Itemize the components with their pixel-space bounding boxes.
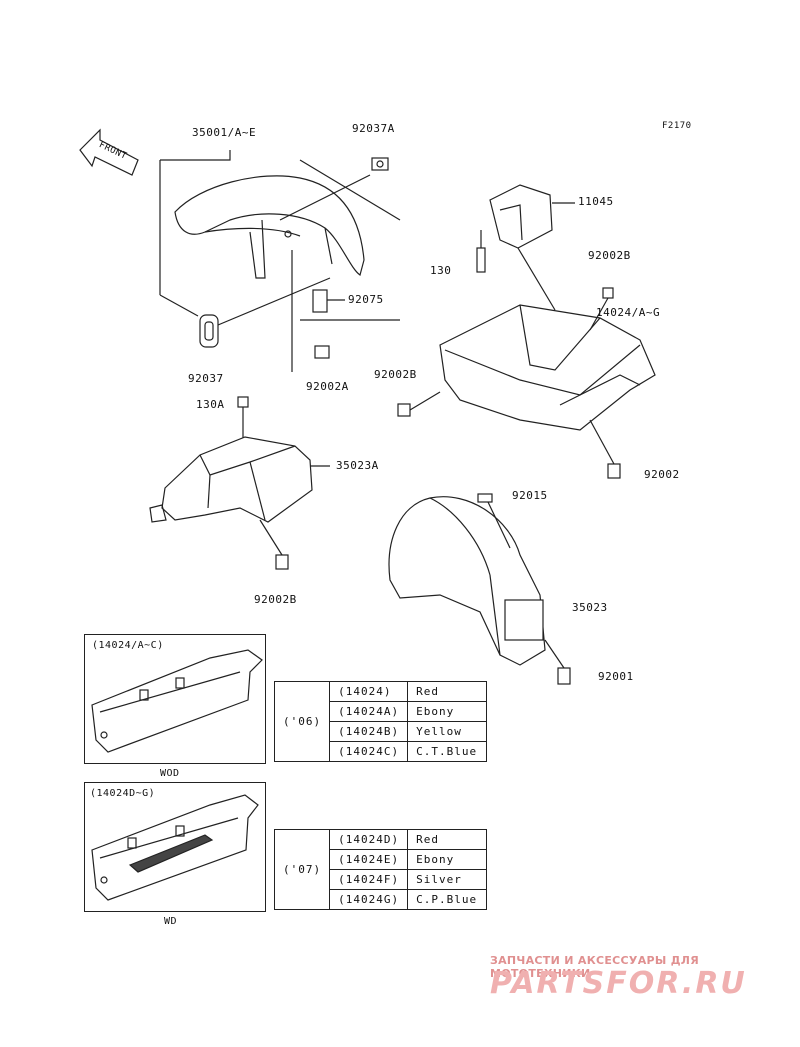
- grommet-92037: [199, 277, 331, 348]
- front-fender: [174, 175, 365, 279]
- color-cell: Ebony: [407, 849, 488, 870]
- code-cell: (14024F): [329, 869, 409, 890]
- color-cell: C.P.Blue: [407, 889, 488, 910]
- code-cell: (14024A): [329, 701, 409, 722]
- front-fender-leader: [160, 150, 231, 161]
- callout-92002B-lower: 92002B: [254, 593, 297, 606]
- color-cell: C.T.Blue: [407, 741, 488, 762]
- inset-wd-caption: WD: [164, 916, 178, 927]
- collar-92075: [312, 289, 345, 313]
- callout-92015: 92015: [512, 489, 548, 502]
- inset-wd-drawing: [91, 794, 259, 901]
- callout-11045: 11045: [578, 195, 614, 208]
- inset-wod-title: (14024/A~C): [92, 640, 164, 651]
- inset-wd-title: (14024D~G): [90, 788, 156, 799]
- bracket-11045: [476, 184, 575, 311]
- rear-fender-35023: [388, 493, 571, 685]
- code-cell: (14024E): [329, 849, 409, 870]
- watermark-logo: PARTSFOR.RU: [490, 966, 747, 1001]
- callout-92075: 92075: [348, 293, 384, 306]
- callout-92037A: 92037A: [352, 122, 395, 135]
- callout-35001: 35001/A~E: [192, 126, 257, 139]
- callout-14024: 14024/A~G: [596, 306, 661, 319]
- inset-wod-box: [84, 634, 266, 764]
- code-cell: (14024): [329, 681, 409, 702]
- callout-92002A: 92002A: [306, 380, 349, 393]
- color-table-2006: ('06) (14024) Red (14024A) Ebony (14024B…: [273, 681, 488, 762]
- color-cell: Silver: [407, 869, 488, 890]
- clamp-92037A: [279, 157, 389, 221]
- callout-92002B-top: 92002B: [588, 249, 631, 262]
- bolt-92002A: [291, 250, 330, 372]
- code-cell: (14024D): [329, 829, 409, 850]
- year-2006: ('06): [273, 681, 331, 762]
- inset-wd-box: [84, 782, 266, 912]
- callout-92002: 92002: [644, 468, 680, 481]
- color-cell: Red: [407, 681, 488, 702]
- watermark-tagline: ЗАПЧАСТИ И АКСЕССУАРЫ ДЛЯ МОТОТЕХНИКИ: [490, 954, 700, 980]
- color-table-2007: ('07) (14024D) Red (14024E) Ebony (14024…: [273, 829, 488, 910]
- inset-wod-drawing: [91, 649, 263, 753]
- callout-130A: 130A: [196, 398, 225, 411]
- color-cell: Red: [407, 829, 488, 850]
- tail-cowl-14024: [397, 287, 656, 479]
- figure-code: F2170: [662, 121, 692, 131]
- front-arrow-icon: [79, 128, 139, 176]
- callout-35023: 35023: [572, 601, 608, 614]
- inset-wod-caption: WOD: [160, 768, 180, 779]
- code-cell: (14024B): [329, 721, 409, 742]
- code-cell: (14024C): [329, 741, 409, 762]
- color-cell: Ebony: [407, 701, 488, 722]
- color-cell: Yellow: [407, 721, 488, 742]
- callout-35023A: 35023A: [336, 459, 379, 472]
- inner-fender-35023A: [149, 396, 330, 570]
- code-cell: (14024G): [329, 889, 409, 910]
- year-2007: ('07): [273, 829, 331, 910]
- callout-92037: 92037: [188, 372, 224, 385]
- callout-92001: 92001: [598, 670, 634, 683]
- callout-130: 130: [430, 264, 452, 277]
- callout-92002B-mid: 92002B: [374, 368, 417, 381]
